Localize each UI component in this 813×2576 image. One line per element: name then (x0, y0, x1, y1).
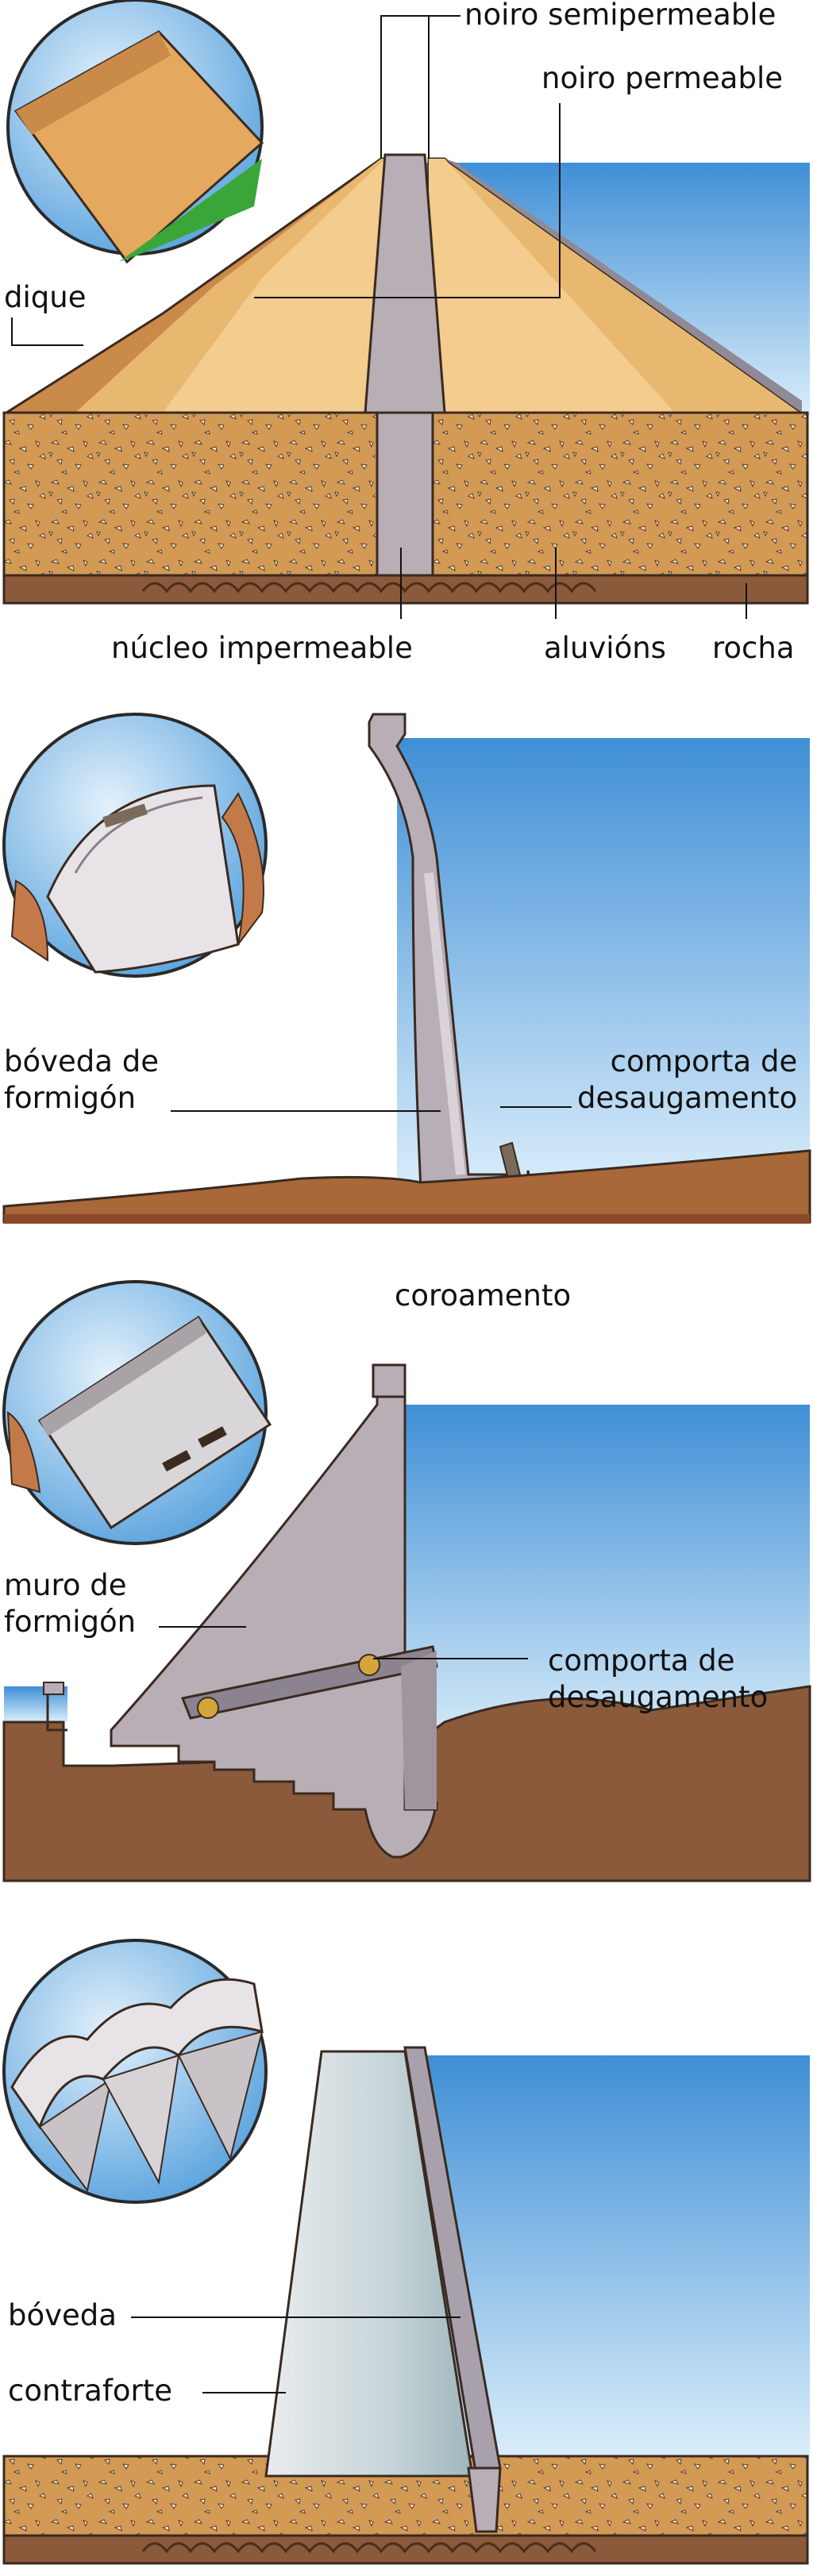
embankment-dam-panel: noiro semipermeable noiro permeable diqu… (0, 0, 813, 665)
bedrock-label: rocha (712, 631, 795, 665)
permeable-fill-label: noiro permeable (541, 61, 783, 95)
semipermeable-fill-label: noiro semipermeable (464, 0, 776, 32)
outlet-valve-1 (197, 1697, 219, 1719)
drain-gate-label-line1: comporta de (610, 1044, 798, 1078)
core-label: núcleo impermeable (111, 631, 413, 665)
reservoir-water (397, 738, 810, 1194)
drain-gate-label: comporta de desaugamento (548, 1643, 768, 1716)
outlet-valve-2 (358, 1654, 380, 1676)
arch-dam-illustration (2, 713, 811, 1224)
embankment-dam-illustration (2, 0, 810, 619)
vault-label: bóveda de formigón (4, 1044, 159, 1117)
wall-label: muro de formigón (4, 1567, 136, 1640)
buttress-label: contraforte (8, 2374, 172, 2408)
gravity-dam-panel: coroamento muro de formigón comporta de … (0, 1254, 813, 1889)
buttress-dam-panel: bóveda contraforte (0, 1920, 813, 2576)
wall-label-line2: formigón (4, 1605, 137, 1639)
wall-label-line1: muro de (4, 1568, 127, 1602)
vault-label: bóveda (8, 2298, 117, 2332)
vault-label-line1: bóveda de (4, 1044, 159, 1078)
drain-gate-label: comporta de desaugamento (577, 1044, 797, 1117)
arch-dam-panel: bóveda de formigón comporta de desaugame… (0, 698, 813, 1238)
dike-label: dique (4, 280, 87, 314)
drain-gate-label-line2: desaugamento (577, 1081, 798, 1115)
drain-gate-label-line2: desaugamento (548, 1680, 769, 1714)
gravity-dam-illustration (2, 1280, 811, 1882)
drain-gate-label-line1: comporta de (548, 1644, 735, 1678)
vault-label-line2: formigón (4, 1081, 137, 1115)
concrete-wall (110, 1391, 438, 1859)
concrete-vault (368, 713, 534, 1192)
crest (372, 1363, 406, 1398)
buttress-dam-illustration (2, 1939, 810, 2565)
crest-label: coroamento (395, 1278, 572, 1313)
alluvium-label: aluvións (544, 631, 666, 665)
valley-floor (2, 1149, 811, 1224)
